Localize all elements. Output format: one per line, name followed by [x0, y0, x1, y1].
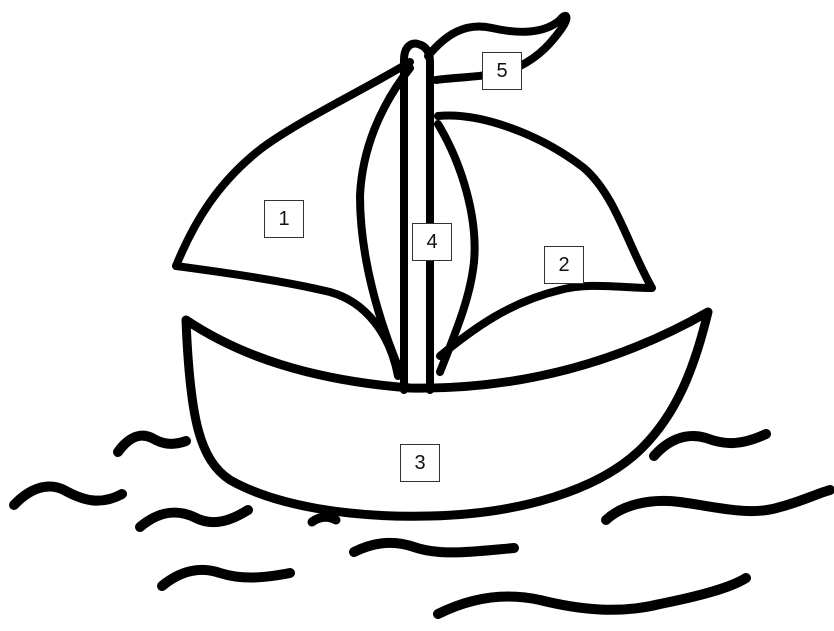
label-sail-left: 1	[264, 200, 304, 238]
wave	[354, 543, 514, 553]
wave	[118, 436, 186, 452]
mast-outline	[404, 44, 430, 390]
right-sail-outline	[438, 116, 652, 356]
wave	[312, 517, 336, 522]
wave	[162, 570, 290, 586]
wave	[606, 490, 830, 520]
label-flag: 5	[482, 52, 522, 90]
wave	[438, 578, 746, 614]
label-hull: 3	[400, 444, 440, 482]
wave	[140, 510, 248, 527]
label-sail-right: 2	[544, 246, 584, 284]
hull-outline	[186, 312, 708, 516]
wave	[14, 486, 122, 505]
label-mast: 4	[412, 223, 452, 261]
wave	[654, 434, 766, 456]
